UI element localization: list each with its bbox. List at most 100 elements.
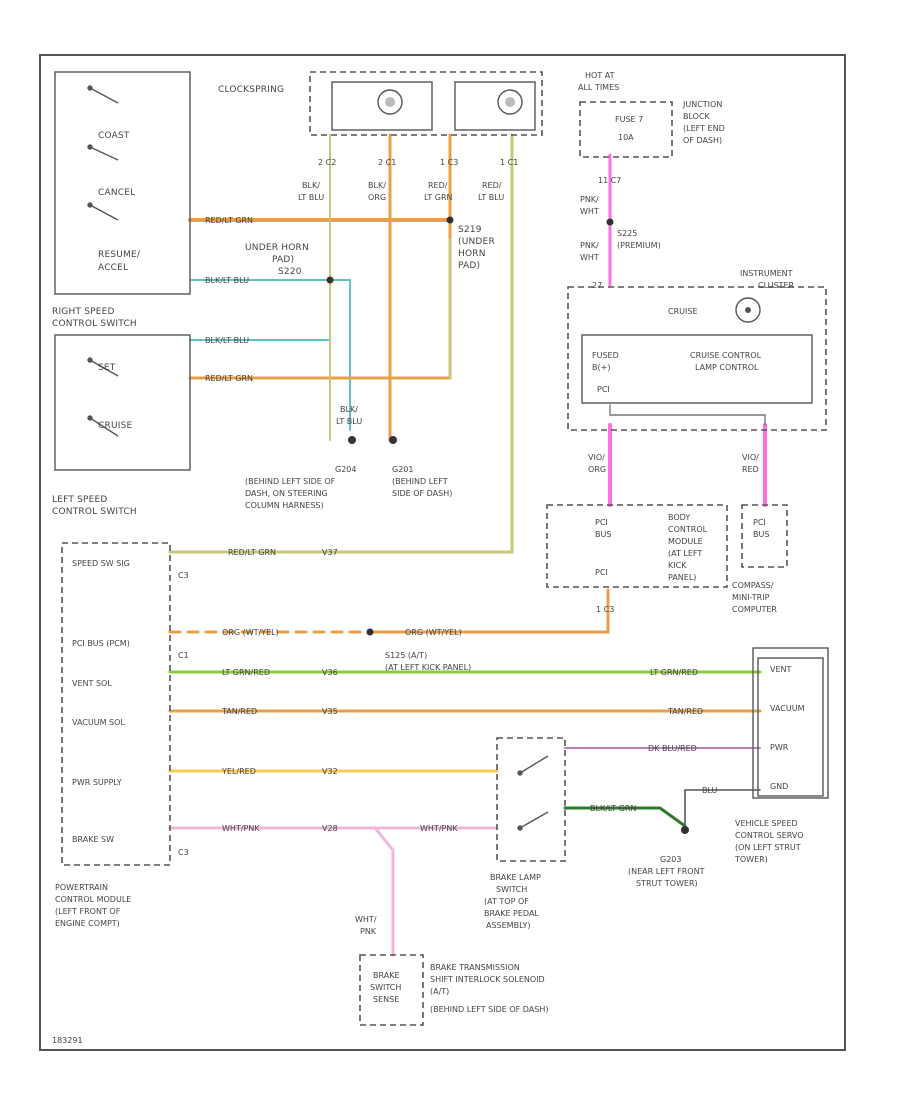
label-bcm-2: CONTROL: [668, 525, 708, 534]
label-pci-bcm: PCI: [595, 518, 608, 527]
wire-cluster-internal: [609, 404, 766, 426]
label-bss-2: SWITCH: [370, 983, 401, 992]
label-s220-1: UNDER HORN: [245, 243, 309, 253]
label-accel: ACCEL: [98, 263, 128, 273]
wire-lbl-blu: BLU: [702, 786, 718, 795]
pin-c2: 2 C2: [318, 158, 336, 167]
label-g204-3: DASH, ON STEERING: [245, 489, 328, 498]
wire-lbl-dk-blu-red: DK BLU/RED: [648, 744, 697, 753]
label-bcm-3: MODULE: [668, 537, 703, 546]
label-g203-3: STRUT TOWER): [636, 879, 698, 888]
wire-lbl-v35: V35: [322, 707, 338, 716]
pcm-pin-brake: BRAKE SW: [72, 835, 114, 844]
wire-lbl-blk-lt-blu-b: BLK/LT BLU: [205, 336, 249, 345]
label-right-switch-1: RIGHT SPEED: [52, 307, 115, 317]
wire-lbl-red-lt-grn-v: RED/: [428, 181, 448, 190]
pin-c1a: 2 C1: [378, 158, 396, 167]
label-s225-1: S225: [617, 229, 637, 238]
splice-s219: [446, 216, 454, 224]
wire-wht-pnk-interlock: [373, 826, 395, 957]
label-fuse-rating: 10A: [618, 133, 634, 142]
label-wht-pnk-v-1: WHT/: [355, 915, 377, 924]
label-vio-org-1: VIO/: [588, 453, 605, 462]
label-interlock-2: SHIFT INTERLOCK SOLENOID: [430, 975, 545, 984]
labels: COAST CANCEL RESUME/ ACCEL RIGHT SPEED C…: [52, 71, 805, 1045]
label-vio-red-1: VIO/: [742, 453, 759, 462]
label-cruise-sw: CRUISE: [98, 421, 132, 431]
label-fuse: FUSE 7: [615, 115, 643, 124]
wires: [168, 133, 767, 957]
label-g201-1: G201: [392, 465, 413, 474]
label-s219-4: PAD): [458, 261, 480, 271]
label-servo-4: TOWER): [734, 855, 768, 864]
label-servo-3: (ON LEFT STRUT: [735, 843, 801, 852]
wire-lbl-wht-pnk-2: WHT/PNK: [420, 824, 458, 833]
wire-blu-gnd: [684, 789, 761, 827]
coil-left-icon: [377, 89, 403, 115]
wire-lbl-tan-red: TAN/RED: [221, 707, 257, 716]
wire-lbl-tan-red-2: TAN/RED: [667, 707, 703, 716]
label-s125-2: (AT LEFT KICK PANEL): [385, 663, 471, 672]
label-pcm-1: POWERTRAIN: [55, 883, 108, 892]
wire-lbl-lt-grn-red: LT GRN/RED: [222, 668, 270, 677]
servo-pin-vacuum: VACUUM: [770, 704, 805, 713]
label-cancel: CANCEL: [98, 188, 135, 198]
label-pcm-2: CONTROL MODULE: [55, 895, 131, 904]
servo-pin-gnd: GND: [770, 782, 788, 791]
pcm-pin-speed-sw: SPEED SW SIG: [72, 559, 130, 568]
label-instrument-2: CLUSTER: [758, 281, 795, 290]
wire-lbl-red-lt-blu: RED/: [482, 181, 502, 190]
label-resume: RESUME/: [98, 250, 141, 260]
label-bus-compass: BUS: [753, 530, 769, 539]
brake-lamp-switch-box: [496, 737, 566, 862]
left-switch-box: [54, 334, 191, 471]
label-s125-1: S125 (A/T): [385, 651, 427, 660]
label-jb-1: JUNCTION: [682, 100, 722, 109]
label-pci-c3: 1 C3: [596, 605, 614, 614]
coil-left-inner: [385, 97, 395, 107]
label-c7: 11 C7: [598, 176, 621, 185]
wire-blk-lt-grn: [563, 806, 687, 828]
right-switch-box: [54, 71, 191, 295]
label-pci-bcm-2: PCI: [595, 568, 608, 577]
label-pnk-wht-4: WHT: [580, 253, 599, 262]
ground-g203-icon: [681, 826, 689, 834]
label-bls-5: ASSEMBLY): [486, 921, 530, 930]
wire-lbl-red-lt-grn-b: RED/LT GRN: [205, 374, 253, 383]
label-pnk-wht-2: WHT: [580, 207, 599, 216]
label-interlock-3: (A/T): [430, 987, 449, 996]
label-g203-2: (NEAR LEFT FRONT: [628, 867, 705, 876]
pcm-box: [61, 542, 171, 866]
contact-4-arm: [89, 359, 119, 377]
label-s219-3: HORN: [458, 249, 486, 259]
label-bss-1: BRAKE: [373, 971, 400, 980]
label-compass-1: COMPASS/: [732, 581, 774, 590]
label-left-switch-1: LEFT SPEED: [52, 495, 108, 505]
cruise-lamp-center: [745, 307, 751, 313]
cluster-inner-box: [581, 334, 813, 404]
clockspring-inner-left: [331, 81, 433, 131]
instrument-cluster-box: [567, 286, 827, 431]
label-s219-1: S219: [458, 225, 482, 235]
pcm-pin-vacuum: VACUUM SOL: [72, 718, 125, 727]
wire-lbl-v37: V37: [322, 548, 338, 557]
label-hot-2: ALL TIMES: [578, 83, 619, 92]
label-hot-1: HOT AT: [585, 71, 615, 80]
wire-blk-lt-blu-top: [189, 279, 351, 431]
contact-3-arm: [89, 204, 119, 221]
ground-g201-icon: [389, 436, 397, 444]
wire-lbl-blk-lt-blu-g2: LT BLU: [336, 417, 362, 426]
coil-right-icon: [497, 89, 523, 115]
wire-lbl-red-lt-grn-pcm: RED/LT GRN: [228, 548, 276, 557]
wire-lbl-red-lt-grn-v2: LT GRN: [424, 193, 453, 202]
label-interlock-1: BRAKE TRANSMISSION: [430, 963, 520, 972]
wire-lbl-wht-pnk: WHT/PNK: [222, 824, 260, 833]
wire-lbl-blk-lt-blu-v: BLK/: [302, 181, 320, 190]
contact-2-arm: [89, 146, 119, 161]
wire-lbl-v28: V28: [322, 824, 338, 833]
label-g204-1: G204: [335, 465, 356, 474]
label-fused-b: FUSED: [592, 351, 619, 360]
label-vio-red-2: RED: [742, 465, 759, 474]
splice-s220: [326, 276, 334, 284]
